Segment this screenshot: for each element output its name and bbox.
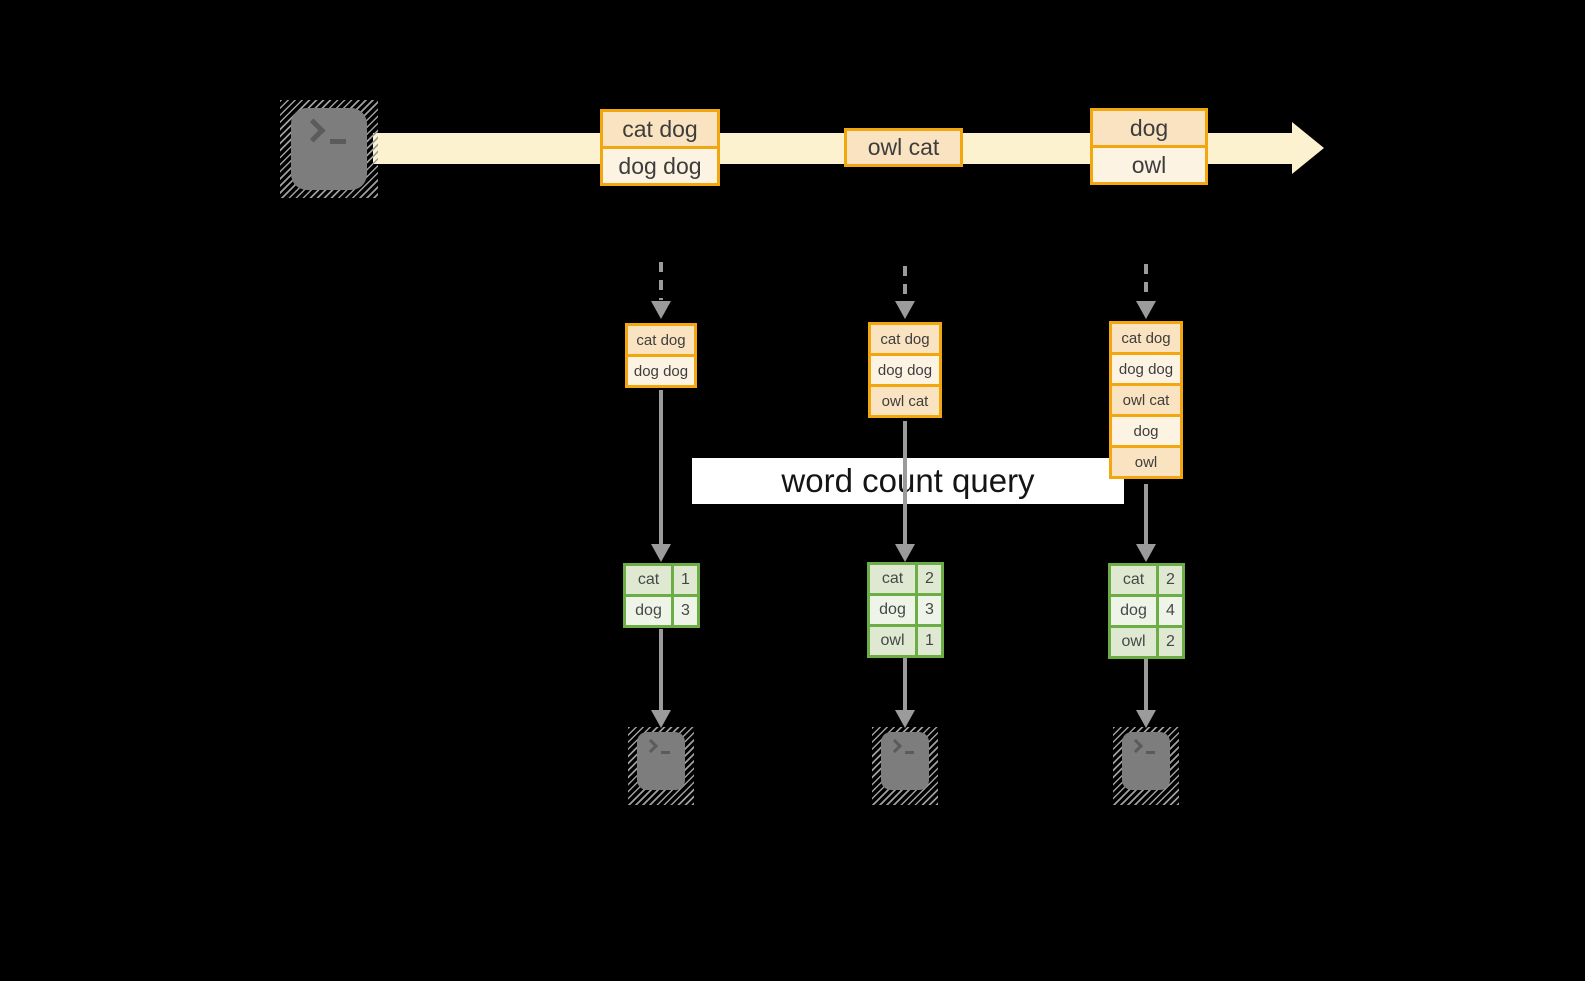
snapshot-row: owl	[1112, 445, 1180, 476]
result-word: cat	[626, 566, 671, 594]
terminal-sink-icon	[1113, 727, 1179, 805]
record-line: owl cat	[847, 131, 960, 164]
arrow-head	[651, 544, 671, 562]
arrow-head	[1136, 301, 1156, 319]
stream-record: owl cat	[844, 128, 963, 167]
result-row: dog 3	[870, 593, 941, 624]
record-line: owl	[1093, 145, 1205, 182]
stream-record: cat dog dog dog	[600, 109, 720, 186]
snapshot-row: dog dog	[871, 353, 939, 384]
terminal-screen	[291, 108, 367, 190]
arrow-head	[1136, 710, 1156, 728]
result-row: cat 2	[870, 565, 941, 593]
result-word: cat	[1111, 566, 1156, 594]
result-count: 4	[1156, 597, 1182, 625]
snapshot-row: cat dog	[871, 325, 939, 353]
snapshot-table: cat dog dog dog owl cat	[868, 322, 942, 418]
terminal-screen	[881, 732, 929, 790]
record-line: dog dog	[603, 146, 717, 183]
record-line: cat dog	[603, 112, 717, 146]
arrow-head	[895, 544, 915, 562]
result-table: cat 2 dog 4 owl 2	[1108, 563, 1185, 659]
result-count: 2	[1156, 566, 1182, 594]
stream-arrow-head	[1292, 122, 1324, 174]
arrow-head	[895, 710, 915, 728]
result-word: cat	[870, 565, 915, 593]
snapshot-row: owl cat	[1112, 383, 1180, 414]
prompt-chevron-icon	[1128, 738, 1144, 754]
prompt-underscore-icon	[905, 751, 914, 754]
terminal-sink-icon	[872, 727, 938, 805]
result-row: owl 2	[1111, 625, 1182, 656]
prompt-chevron-icon	[643, 738, 659, 754]
result-word: dog	[870, 596, 915, 624]
terminal-prompt-icon	[887, 738, 914, 754]
result-row: dog 4	[1111, 594, 1182, 625]
prompt-chevron-icon	[887, 738, 903, 754]
snapshot-table: cat dog dog dog	[625, 323, 697, 388]
prompt-underscore-icon	[1146, 751, 1155, 754]
arrow-head	[895, 301, 915, 319]
snapshot-row: cat dog	[1112, 324, 1180, 352]
terminal-prompt-icon	[301, 118, 346, 144]
result-word: owl	[1111, 628, 1156, 656]
result-word: dog	[1111, 597, 1156, 625]
snapshot-row: cat dog	[628, 326, 694, 354]
result-count: 2	[915, 565, 941, 593]
arrow-head	[651, 710, 671, 728]
result-table: cat 2 dog 3 owl 1	[867, 562, 944, 658]
result-row: dog 3	[626, 594, 697, 625]
prompt-underscore-icon	[661, 751, 670, 754]
result-row: cat 2	[1111, 566, 1182, 594]
prompt-underscore-icon	[330, 139, 346, 144]
terminal-prompt-icon	[643, 738, 670, 754]
terminal-screen	[1122, 732, 1170, 790]
snapshot-table: cat dog dog dog owl cat dog owl	[1109, 321, 1183, 479]
result-row: cat 1	[626, 566, 697, 594]
result-count: 2	[1156, 628, 1182, 656]
snapshot-row: dog dog	[1112, 352, 1180, 383]
query-label: word count query	[692, 458, 1124, 504]
result-count: 1	[671, 566, 697, 594]
terminal-prompt-icon	[1128, 738, 1155, 754]
result-count: 3	[915, 596, 941, 624]
terminal-sink-icon	[628, 727, 694, 805]
arrow-head	[651, 301, 671, 319]
snapshot-row: dog	[1112, 414, 1180, 445]
prompt-chevron-icon	[301, 118, 326, 143]
arrow-head	[1136, 544, 1156, 562]
result-count: 1	[915, 627, 941, 655]
terminal-source-icon	[280, 100, 378, 198]
snapshot-row: dog dog	[628, 354, 694, 385]
record-line: dog	[1093, 111, 1205, 145]
snapshot-row: owl cat	[871, 384, 939, 415]
terminal-screen	[637, 732, 685, 790]
result-row: owl 1	[870, 624, 941, 655]
result-word: owl	[870, 627, 915, 655]
result-word: dog	[626, 597, 671, 625]
stream-record: dog owl	[1090, 108, 1208, 185]
result-table: cat 1 dog 3	[623, 563, 700, 628]
result-count: 3	[671, 597, 697, 625]
